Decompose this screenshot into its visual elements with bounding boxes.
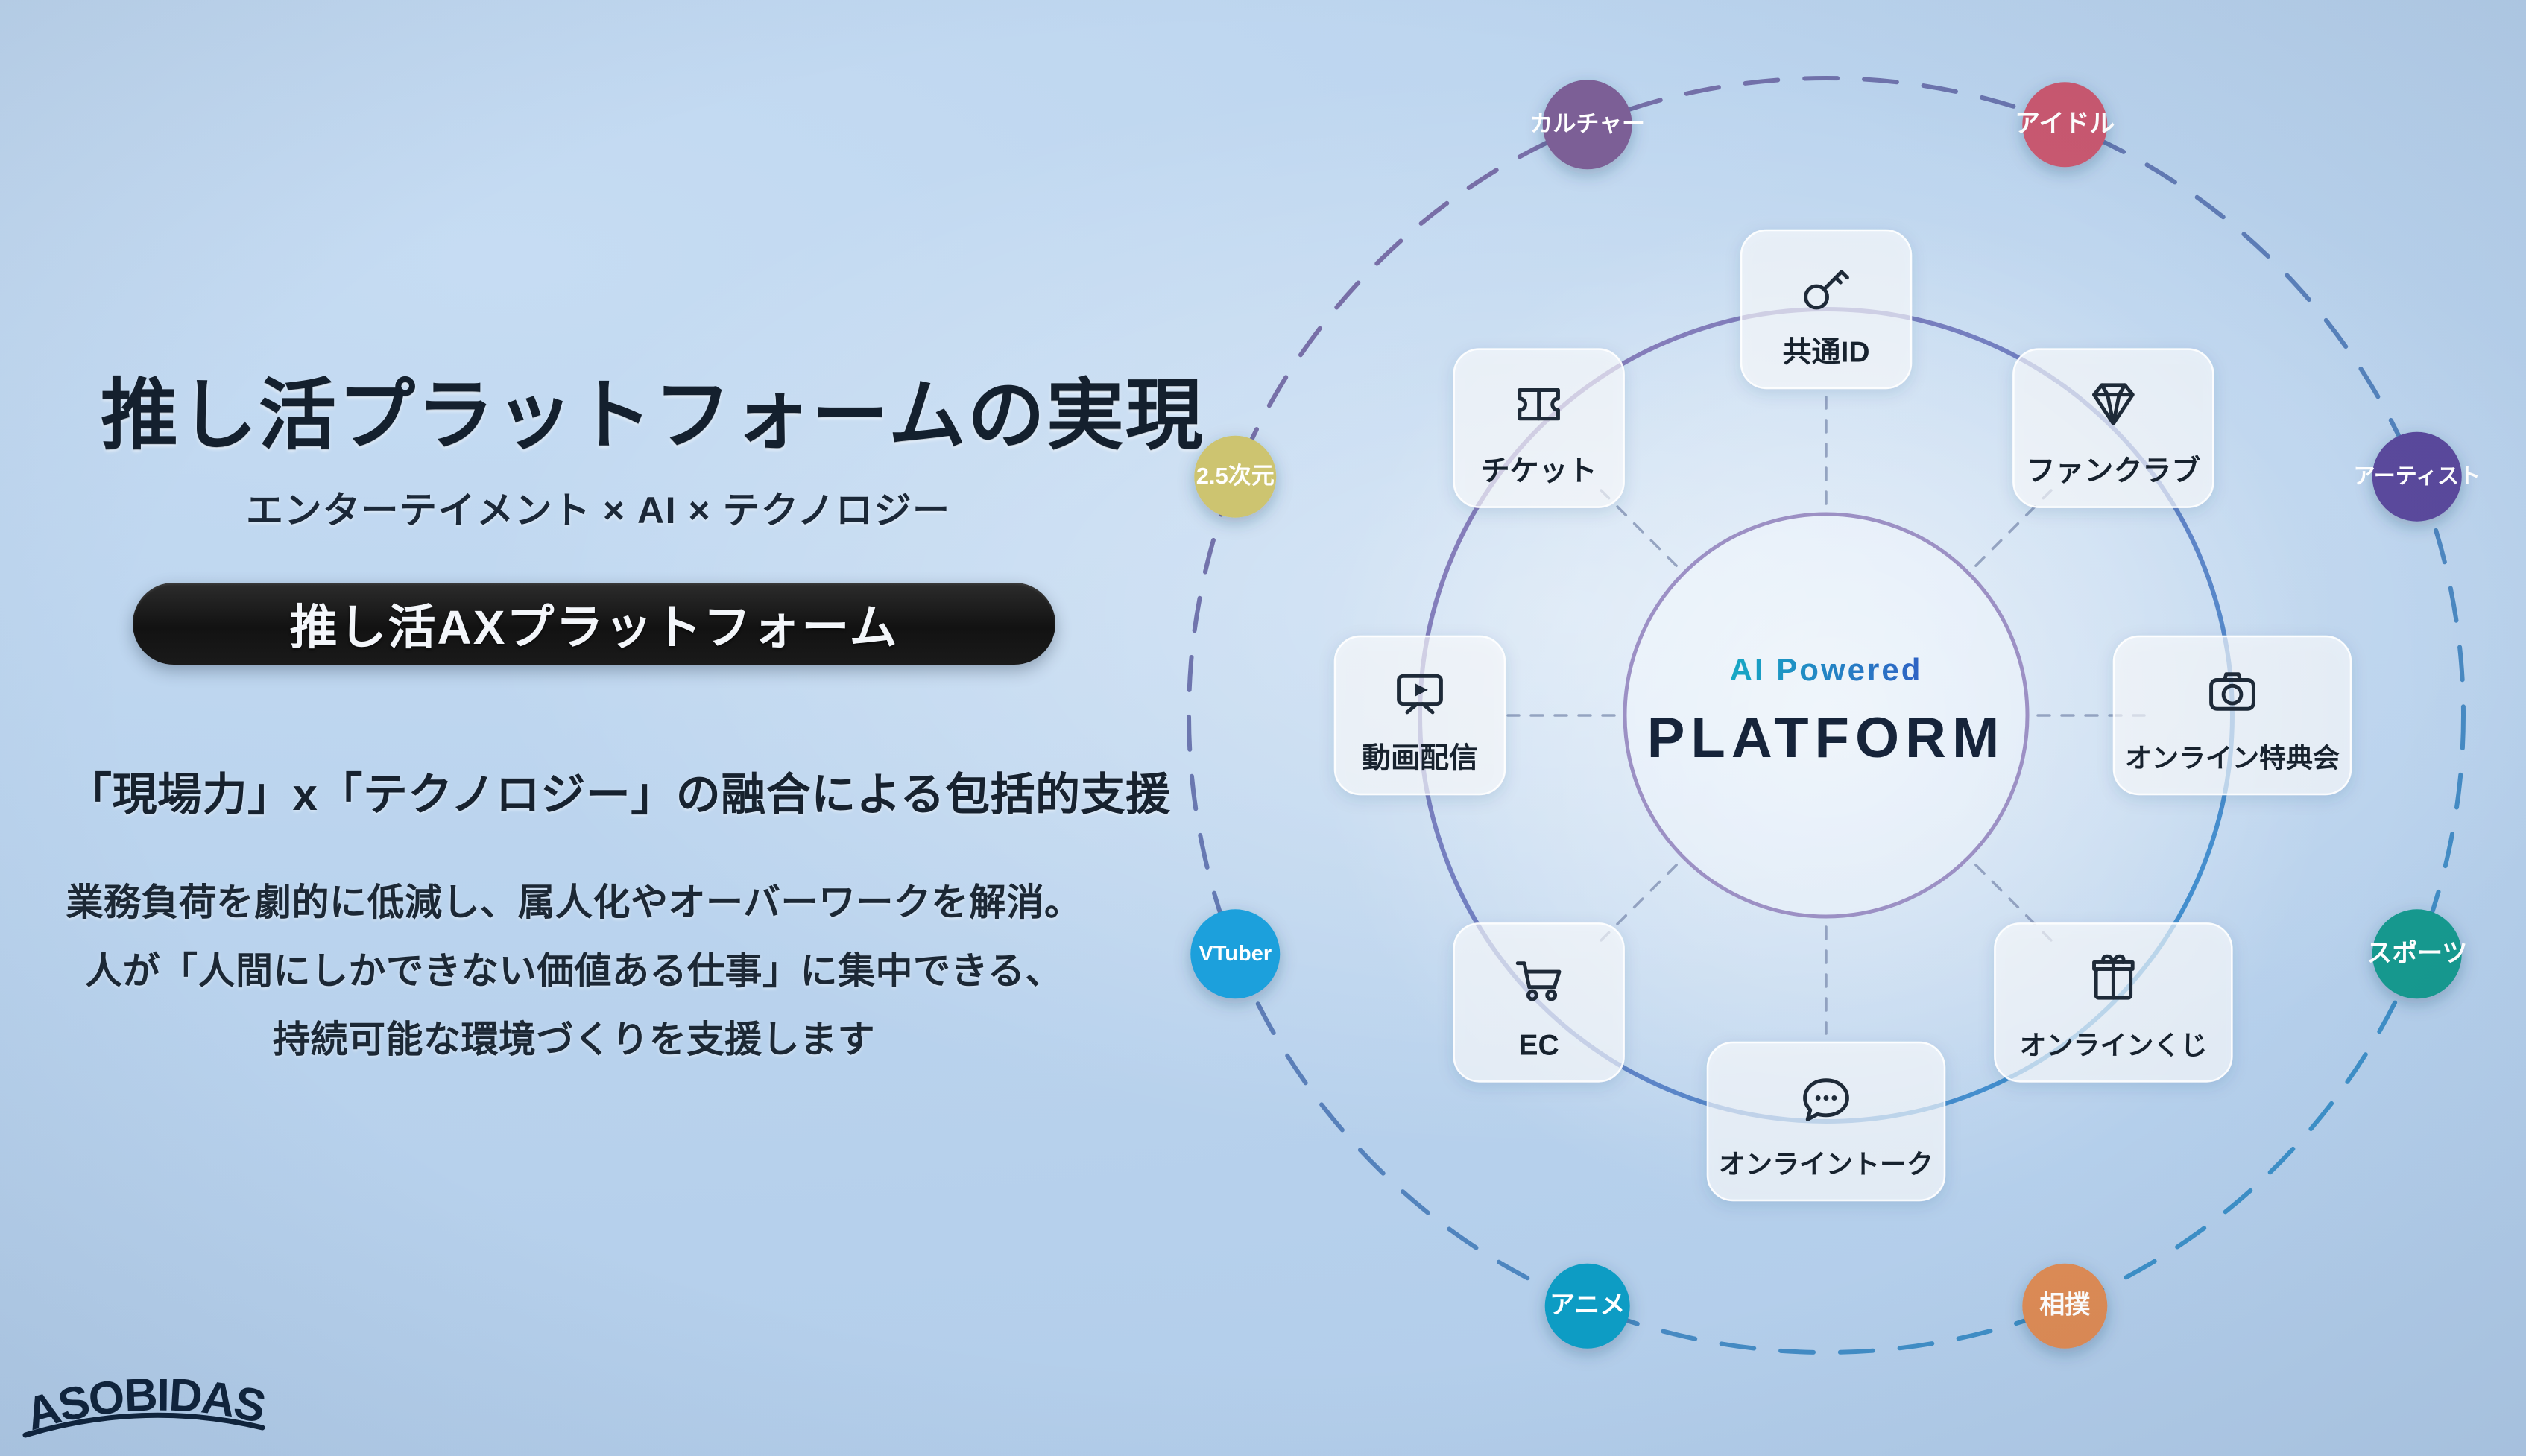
left-text-column: 推し活プラットフォームの実現 エンターテイメント × AI × テクノロジー 推… <box>0 0 1203 1456</box>
body-line: 持続可能な環境づくりを支援します <box>273 1019 875 1060</box>
shopping-cart-icon <box>1515 961 1562 1001</box>
genre-node-label: 2.5次元 <box>1196 463 1275 489</box>
service-card-label: オンラインくじ <box>2019 1030 2207 1060</box>
spoke-line <box>1974 489 2053 567</box>
service-card[interactable]: オンライン特典会 <box>2112 635 2352 796</box>
center-sub-label: AI Powered <box>1730 652 1923 687</box>
genre-node-label: スポーツ <box>2366 938 2467 967</box>
body-copy: 業務負荷を劇的に低減し、属人化やオーバーワークを解消。 人が「人間にしかできない… <box>0 868 1148 1074</box>
page-title: 推し活プラットフォームの実現 <box>101 373 1204 459</box>
spoke-line <box>1600 864 1678 942</box>
platform-center-circle <box>1623 512 2030 919</box>
genre-node[interactable]: VTuber <box>1190 909 1281 999</box>
service-card-label: 動画配信 <box>1362 742 1478 774</box>
genre-node-label: 相撲 <box>2039 1291 2091 1320</box>
service-card[interactable]: EC <box>1453 922 1625 1083</box>
genre-node-label: アイドル <box>2015 110 2115 138</box>
key-icon <box>1804 270 1849 310</box>
service-card-label: 共通ID <box>1782 336 1869 368</box>
genre-node[interactable]: 相撲 <box>2022 1263 2108 1349</box>
asobidas-logo: ASOBIDAS <box>20 1369 271 1443</box>
genre-node[interactable]: アーティスト <box>2353 431 2481 522</box>
genre-node-label: アニメ <box>1550 1291 1625 1320</box>
service-card[interactable]: ファンクラブ <box>2012 348 2214 508</box>
chat-bubble-icon <box>1803 1078 1849 1121</box>
service-card[interactable]: 動画配信 <box>1333 635 1506 796</box>
genre-node[interactable]: 2.5次元 <box>1194 435 1277 518</box>
subtitle: エンターテイメント × AI × テクノロジー <box>246 490 951 531</box>
service-card-label: ファンクラブ <box>2026 455 2200 487</box>
genre-node[interactable]: カルチャー <box>1529 80 1645 170</box>
body-line: 人が「人間にしかできない価値ある仕事」に集中できる、 <box>85 950 1063 992</box>
ticket-icon <box>1518 388 1560 421</box>
diamond-icon <box>2092 383 2135 425</box>
genre-node[interactable]: アニメ <box>1544 1263 1630 1349</box>
service-card[interactable]: オンラインくじ <box>1994 922 2233 1083</box>
spoke-line <box>1974 864 2053 942</box>
spoke-line <box>1600 489 1678 567</box>
video-monitor-icon <box>1397 674 1443 715</box>
genre-node[interactable]: スポーツ <box>2366 909 2467 999</box>
service-card-label: チケット <box>1481 455 1597 487</box>
camera-icon <box>2209 672 2255 711</box>
genre-node-label: アーティスト <box>2353 464 2481 488</box>
genre-node[interactable]: アイドル <box>2015 82 2115 168</box>
service-card[interactable]: チケット <box>1453 348 1625 508</box>
tagline: 「現場力」x「テクノロジー」の融合による包括的支援 <box>67 770 1171 820</box>
service-card-label: オンライン特典会 <box>2125 743 2340 773</box>
service-card[interactable]: オンライントーク <box>1706 1041 1946 1202</box>
service-card-label: オンライントーク <box>1719 1149 1933 1180</box>
gift-box-icon <box>2092 954 2135 1000</box>
svg-text:ASOBIDAS: ASOBIDAS <box>21 1377 267 1440</box>
body-line: 業務負荷を劇的に低減し、属人化やオーバーワークを解消。 <box>66 881 1082 923</box>
service-card[interactable]: 共通ID <box>1740 229 1913 390</box>
genre-node-label: カルチャー <box>1529 110 1645 136</box>
service-card-label: EC <box>1519 1030 1559 1062</box>
genre-node-label: VTuber <box>1199 942 1272 966</box>
center-main-label: PLATFORM <box>1647 706 2006 770</box>
platform-pill-label: 推し活AXプラットフォーム <box>289 601 899 654</box>
platform-pill-badge: 推し活AXプラットフォーム <box>133 583 1055 665</box>
